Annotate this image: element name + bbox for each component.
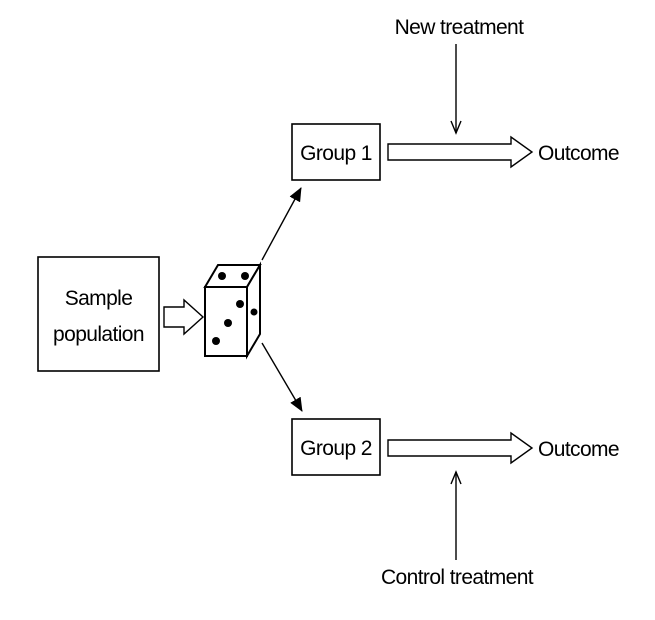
- arrow-dice-to-group1: [261, 187, 302, 261]
- sample-population-box: Sample population: [37, 256, 160, 372]
- arrow-dice-to-group2: [261, 342, 303, 412]
- group2-label: Group 2: [300, 437, 372, 460]
- outcome-bottom-label: Outcome: [538, 438, 619, 461]
- new-treatment-label: New treatment: [395, 16, 525, 39]
- dice-icon: [203, 261, 262, 360]
- control-treatment-label: Control treatment: [381, 566, 534, 589]
- group2-box: Group 2: [291, 418, 381, 476]
- hollow-arrow-to-dice: [163, 298, 205, 336]
- sample-population-label-line2: population: [53, 323, 144, 346]
- hollow-arrow-group1-to-outcome: [387, 135, 534, 169]
- hollow-arrow-group2-to-outcome: [387, 431, 534, 465]
- outcome-top-label: Outcome: [538, 142, 619, 165]
- group1-label: Group 1: [300, 142, 372, 165]
- sample-population-label-line1: Sample: [65, 287, 133, 310]
- group1-box: Group 1: [291, 123, 381, 181]
